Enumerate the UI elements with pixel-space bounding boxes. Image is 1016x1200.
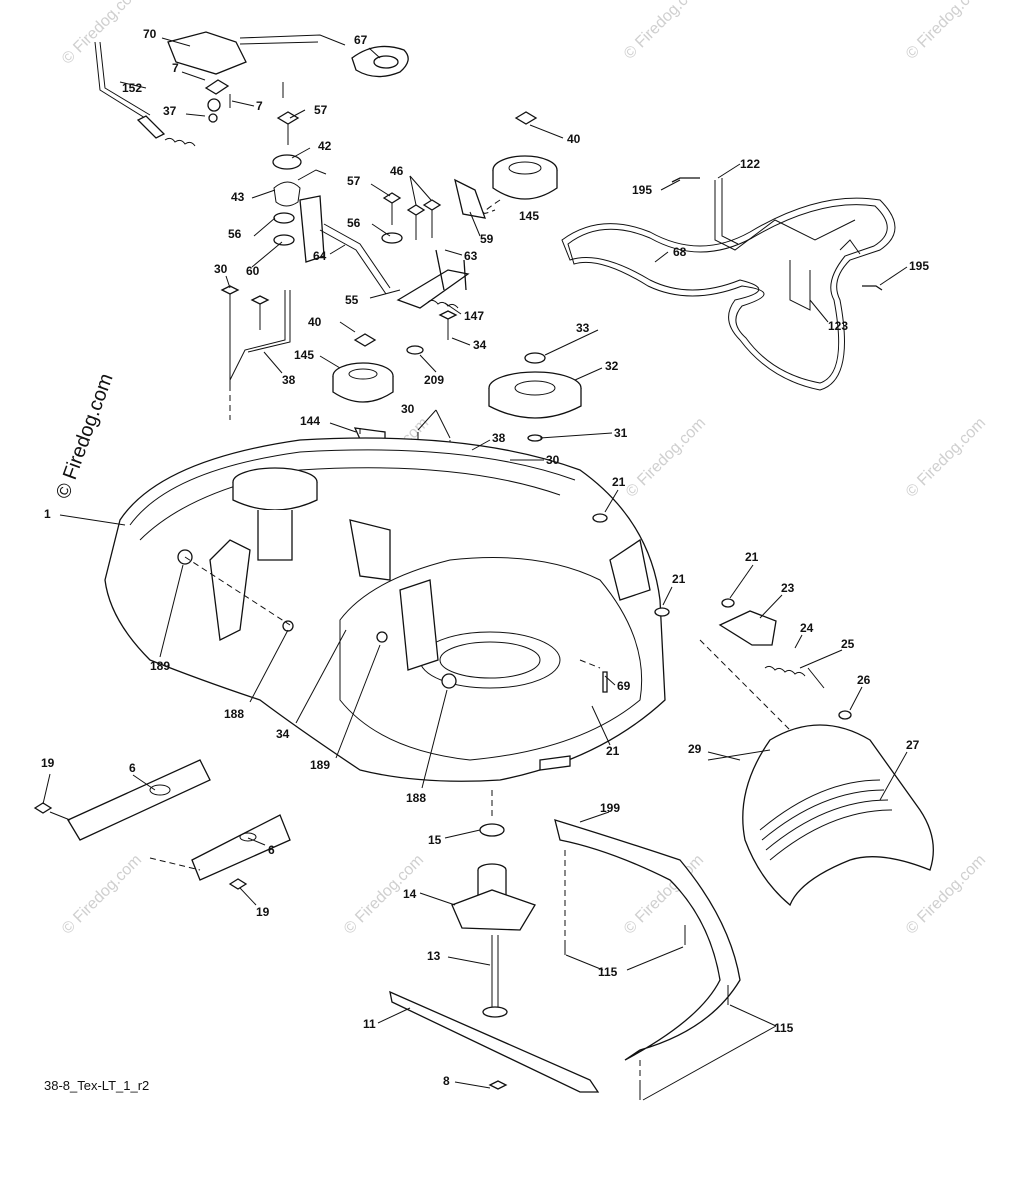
watermark-faint: © Firedog.com bbox=[623, 414, 709, 500]
left-bracket bbox=[220, 285, 291, 420]
blade-shield bbox=[554, 819, 741, 1100]
part-label: 46 bbox=[390, 164, 404, 178]
watermark-faint: © Firedog.com bbox=[621, 0, 707, 63]
idler-pulley-upper bbox=[483, 111, 558, 214]
spindle-pulley-32 bbox=[488, 352, 582, 442]
part-label: 25 bbox=[841, 637, 855, 651]
part-label: 7 bbox=[172, 61, 179, 75]
part-label: 34 bbox=[473, 338, 487, 352]
spindle-assembly bbox=[389, 790, 600, 1093]
part-number-labels: 70 67 7 7 152 37 57 42 43 56 60 40 145 4… bbox=[41, 27, 929, 1088]
part-label: 38 bbox=[282, 373, 296, 387]
part-label: 152 bbox=[122, 81, 142, 95]
part-label: 189 bbox=[150, 659, 170, 673]
part-label: 19 bbox=[41, 756, 55, 770]
part-label: 30 bbox=[401, 402, 415, 416]
part-label: 199 bbox=[600, 801, 620, 815]
part-label: 24 bbox=[800, 621, 814, 635]
part-label: 115 bbox=[774, 1021, 794, 1035]
idler-arm-parts bbox=[272, 111, 391, 295]
part-label: 59 bbox=[480, 232, 494, 246]
part-label: 32 bbox=[605, 359, 619, 373]
discharge-chute bbox=[707, 724, 934, 907]
part-label: 19 bbox=[256, 905, 270, 919]
watermark-faint: © Firedog.com bbox=[903, 414, 989, 500]
part-label: 37 bbox=[163, 104, 177, 118]
part-label: 21 bbox=[745, 550, 759, 564]
part-label: 195 bbox=[632, 183, 652, 197]
part-label: 144 bbox=[300, 414, 320, 428]
part-label: 6 bbox=[129, 761, 136, 775]
part-label: 57 bbox=[347, 174, 361, 188]
part-label: 30 bbox=[214, 262, 228, 276]
part-label: 29 bbox=[688, 742, 702, 756]
part-label: 69 bbox=[617, 679, 631, 693]
belt-guide bbox=[671, 177, 883, 311]
part-label: 7 bbox=[256, 99, 263, 113]
part-label: 63 bbox=[464, 249, 478, 263]
part-label: 67 bbox=[354, 33, 368, 47]
part-label: 21 bbox=[606, 744, 620, 758]
part-label: 11 bbox=[363, 1017, 376, 1031]
lift-arms bbox=[33, 759, 291, 890]
part-label: 64 bbox=[313, 249, 327, 263]
part-label: 188 bbox=[224, 707, 244, 721]
part-label: 40 bbox=[567, 132, 581, 146]
mower-deck bbox=[104, 437, 670, 782]
part-label: 57 bbox=[314, 103, 328, 117]
watermark-main: © Firedog.com bbox=[52, 371, 118, 502]
part-label: 26 bbox=[857, 673, 871, 687]
part-label: 6 bbox=[268, 843, 275, 857]
chute-bracket-parts bbox=[699, 598, 852, 731]
part-label: 13 bbox=[427, 949, 441, 963]
part-label: 34 bbox=[276, 727, 290, 741]
part-label: 70 bbox=[143, 27, 157, 41]
part-label: 14 bbox=[403, 887, 417, 901]
part-label: 21 bbox=[612, 475, 626, 489]
leader-lines bbox=[42, 37, 908, 1101]
part-label: 68 bbox=[673, 245, 687, 259]
part-label: 123 bbox=[828, 319, 848, 333]
part-label: 30 bbox=[546, 453, 560, 467]
part-label: 38 bbox=[492, 431, 506, 445]
part-label: 147 bbox=[464, 309, 484, 323]
part-label: 15 bbox=[428, 833, 442, 847]
part-label: 31 bbox=[614, 426, 628, 440]
part-label: 21 bbox=[672, 572, 686, 586]
part-label: 42 bbox=[318, 139, 332, 153]
part-label: 188 bbox=[406, 791, 426, 805]
part-label: 1 bbox=[44, 507, 51, 521]
center-hardware bbox=[381, 178, 486, 355]
part-label: 56 bbox=[347, 216, 361, 230]
part-label: 195 bbox=[909, 259, 929, 273]
part-label: 27 bbox=[906, 738, 920, 752]
diagram-code: 38-8_Tex-LT_1_r2 bbox=[44, 1078, 149, 1093]
lift-linkage bbox=[94, 31, 409, 147]
part-label: 23 bbox=[781, 581, 795, 595]
part-label: 145 bbox=[519, 209, 539, 223]
part-label: 122 bbox=[740, 157, 760, 171]
part-label: 55 bbox=[345, 293, 359, 307]
part-label: 115 bbox=[598, 965, 618, 979]
watermark-faint: © Firedog.com bbox=[59, 851, 145, 937]
part-label: 56 bbox=[228, 227, 242, 241]
part-label: 33 bbox=[576, 321, 590, 335]
part-label: 145 bbox=[294, 348, 314, 362]
part-label: 8 bbox=[443, 1074, 450, 1088]
watermark-faint: © Firedog.com bbox=[903, 0, 989, 63]
part-label: 43 bbox=[231, 190, 245, 204]
part-label: 40 bbox=[308, 315, 322, 329]
part-label: 60 bbox=[246, 264, 260, 278]
idler-pulley-lower bbox=[332, 333, 394, 403]
part-label: 189 bbox=[310, 758, 330, 772]
part-label: 209 bbox=[424, 373, 444, 387]
